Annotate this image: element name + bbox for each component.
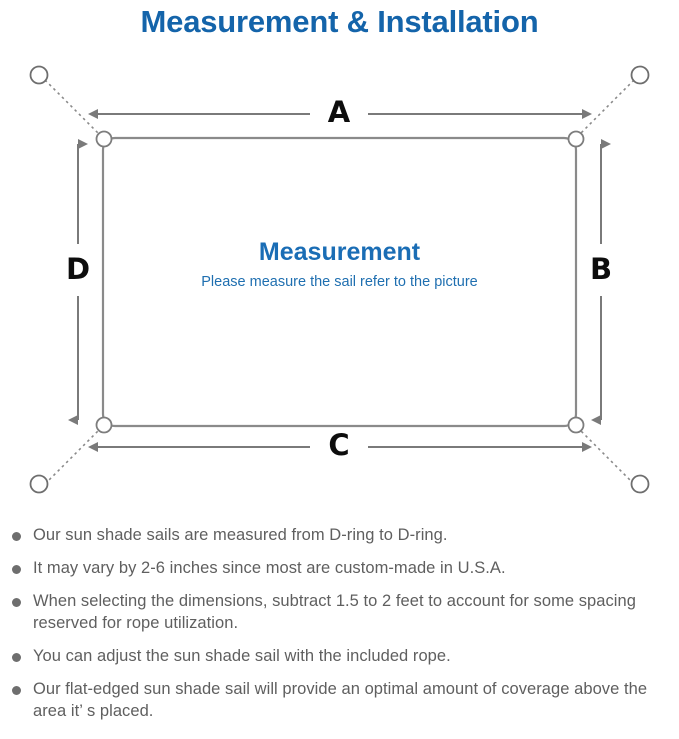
bullet-dot-icon — [12, 598, 21, 607]
list-item-text: Our sun shade sails are measured from D-… — [33, 526, 448, 544]
rope-lines — [44, 79, 635, 485]
list-item: Our flat-edged sun shade sail will provi… — [0, 678, 679, 722]
list-item: It may vary by 2-6 inches since most are… — [0, 557, 679, 579]
sail-measurement-diagram: A C D B — [0, 46, 679, 516]
dimension-label-b: B — [589, 252, 613, 286]
anchor-circles — [29, 65, 650, 494]
list-item-text: It may vary by 2-6 inches since most are… — [33, 559, 506, 577]
dimension-label-a: A — [327, 95, 351, 129]
bullet-dot-icon — [12, 686, 21, 695]
list-item-text: When selecting the dimensions, subtract … — [33, 592, 636, 632]
page-title: Measurement & Installation — [140, 4, 539, 39]
list-item: You can adjust the sun shade sail with t… — [0, 645, 679, 667]
d-rings — [95, 130, 585, 434]
dimension-label-d: D — [65, 252, 91, 286]
list-item-text: You can adjust the sun shade sail with t… — [33, 647, 451, 665]
bullet-dot-icon — [12, 565, 21, 574]
dimension-label-c: C — [328, 428, 350, 462]
notes-list: Our sun shade sails are measured from D-… — [0, 524, 679, 733]
sail-rectangle — [101, 136, 578, 428]
list-item: When selecting the dimensions, subtract … — [0, 590, 679, 634]
bullet-dot-icon — [12, 653, 21, 662]
bullet-dot-icon — [12, 532, 21, 541]
list-item-text: Our flat-edged sun shade sail will provi… — [33, 680, 648, 720]
list-item: Our sun shade sails are measured from D-… — [0, 524, 679, 546]
